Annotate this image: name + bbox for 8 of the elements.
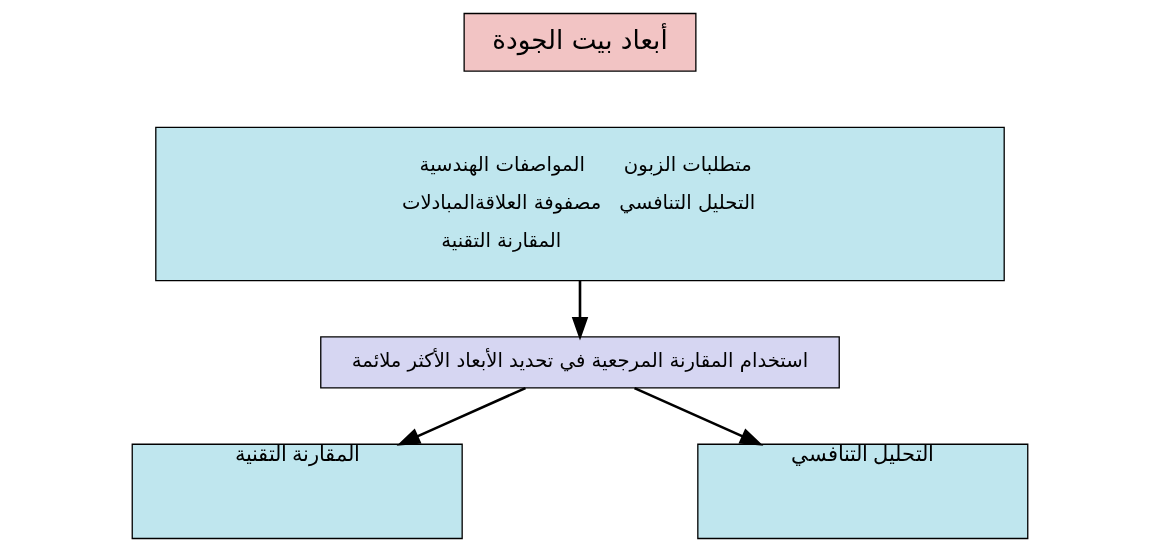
arrow [633,386,763,446]
arrow [571,280,588,341]
node-box: المقارنة التقنية [131,443,463,540]
node-box: التحليل التنافسي [696,443,1028,540]
node-box: استخدام المقارنة المرجعية في تحديد الأبعاد الأكثر ملائمة [319,336,840,389]
node-box: أبعاد بيت الجودة [462,12,697,72]
node-box: المواصفات الهندسية متطلبات الزبون مصفوفة العلاقةالمبادلات التحليل التنافسي المقارنة التقنية [154,126,1005,282]
arrow [396,386,526,446]
